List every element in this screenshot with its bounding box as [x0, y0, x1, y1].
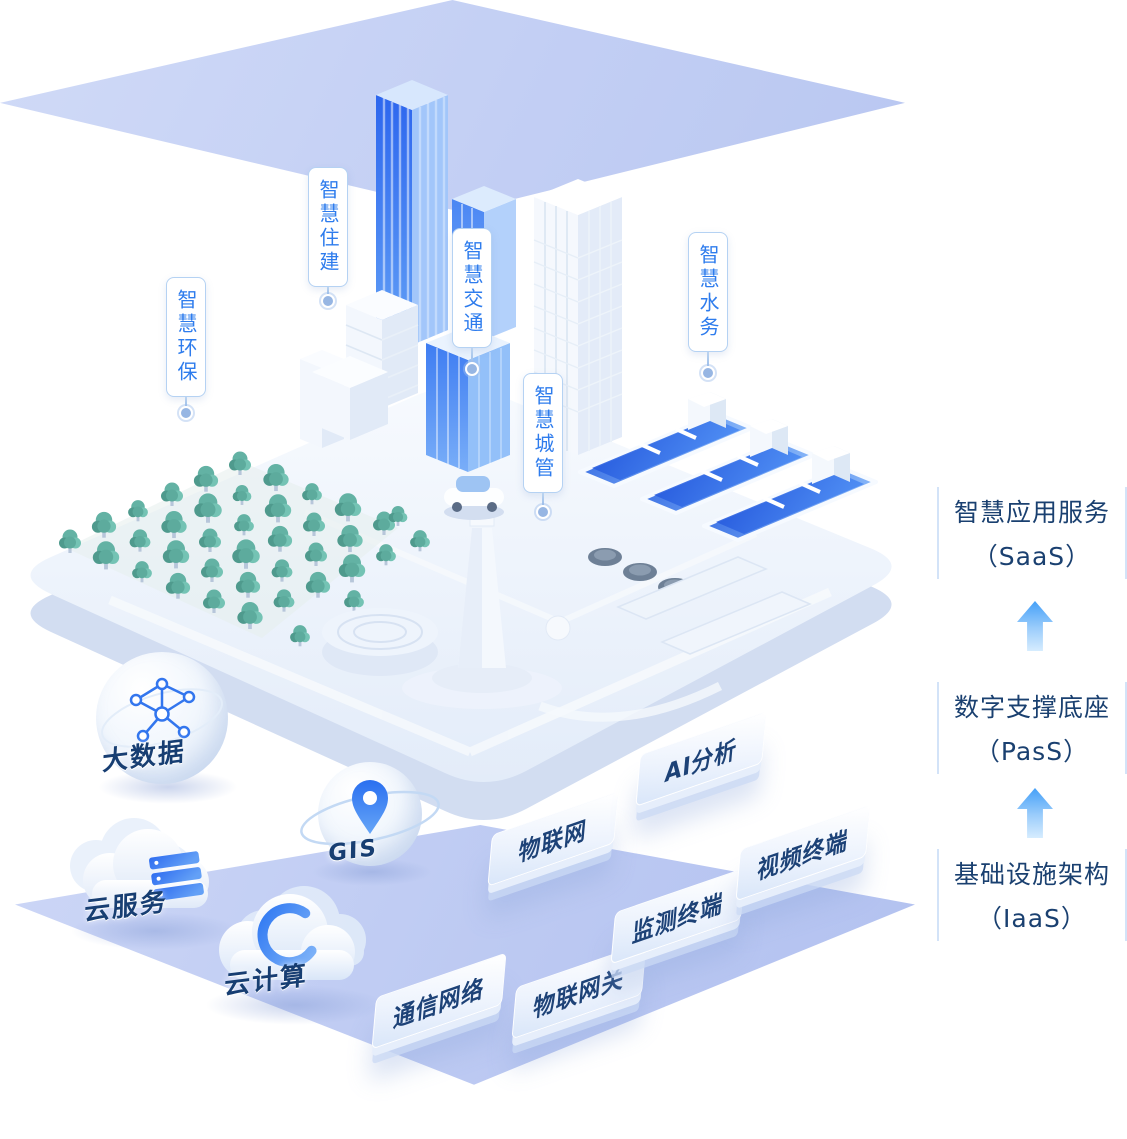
callout-line	[327, 287, 329, 294]
callout-smart-city-management: 智慧城管	[523, 373, 563, 519]
building-white-cluster	[300, 290, 419, 448]
callout-line	[542, 493, 544, 505]
level-name: 智慧应用服务	[953, 498, 1110, 527]
shadow	[205, 985, 385, 1025]
shadow	[70, 912, 240, 950]
cloud-computing-icon	[219, 886, 366, 980]
callout-text: 智慧交通	[460, 240, 484, 336]
callout-dot	[179, 406, 193, 420]
level-abbr: （IaaS）	[977, 904, 1087, 933]
callout-label: 智慧水务	[688, 232, 728, 352]
callout-text: 智慧住建	[316, 179, 340, 275]
callout-dot	[321, 294, 335, 308]
big-data-network-icon	[101, 677, 223, 748]
level-abbr: （PasS）	[974, 737, 1090, 766]
level-paas: 数字支撑底座 （PasS）	[937, 682, 1127, 774]
callout-smart-water: 智慧水务	[688, 232, 728, 380]
industrial-area	[545, 548, 812, 655]
level-name: 基础设施架构	[953, 860, 1110, 889]
up-arrow-icon	[1017, 788, 1053, 838]
callout-smart-traffic: 智慧交通	[452, 228, 492, 376]
callout-dot	[701, 366, 715, 380]
callout-line	[707, 352, 709, 366]
cylinder-tank	[322, 608, 438, 676]
callout-label: 智慧城管	[523, 373, 563, 493]
callout-line	[471, 348, 473, 362]
car	[444, 476, 504, 520]
callout-label: 智慧环保	[166, 277, 206, 397]
level-saas: 智慧应用服务 （SaaS）	[937, 487, 1127, 579]
level-abbr: （SaaS）	[972, 542, 1092, 571]
up-arrow-icon	[1017, 601, 1053, 651]
water-lock-structures	[578, 392, 878, 542]
callout-label: 智慧交通	[452, 228, 492, 348]
callout-dot	[465, 362, 479, 376]
callout-label: 智慧住建	[308, 167, 348, 287]
callout-text: 智慧水务	[696, 244, 720, 340]
callout-text: 智慧环保	[174, 289, 198, 385]
level-iaas: 基础设施架构 （IaaS）	[937, 849, 1127, 941]
callout-text: 智慧城管	[531, 385, 555, 481]
callout-dot	[536, 505, 550, 519]
cloud-server-icon	[70, 818, 209, 908]
callout-smart-housing: 智慧住建	[308, 167, 348, 308]
callout-line	[185, 397, 187, 406]
callout-smart-environment: 智慧环保	[166, 277, 206, 420]
tree-park	[59, 451, 430, 647]
building-glass-cube	[426, 326, 510, 472]
building-blue-tower-1	[376, 80, 448, 345]
level-name: 数字支撑底座	[953, 693, 1110, 722]
city-3d-illustration	[30, 80, 892, 821]
gis-pin-orbit-icon	[300, 780, 440, 846]
